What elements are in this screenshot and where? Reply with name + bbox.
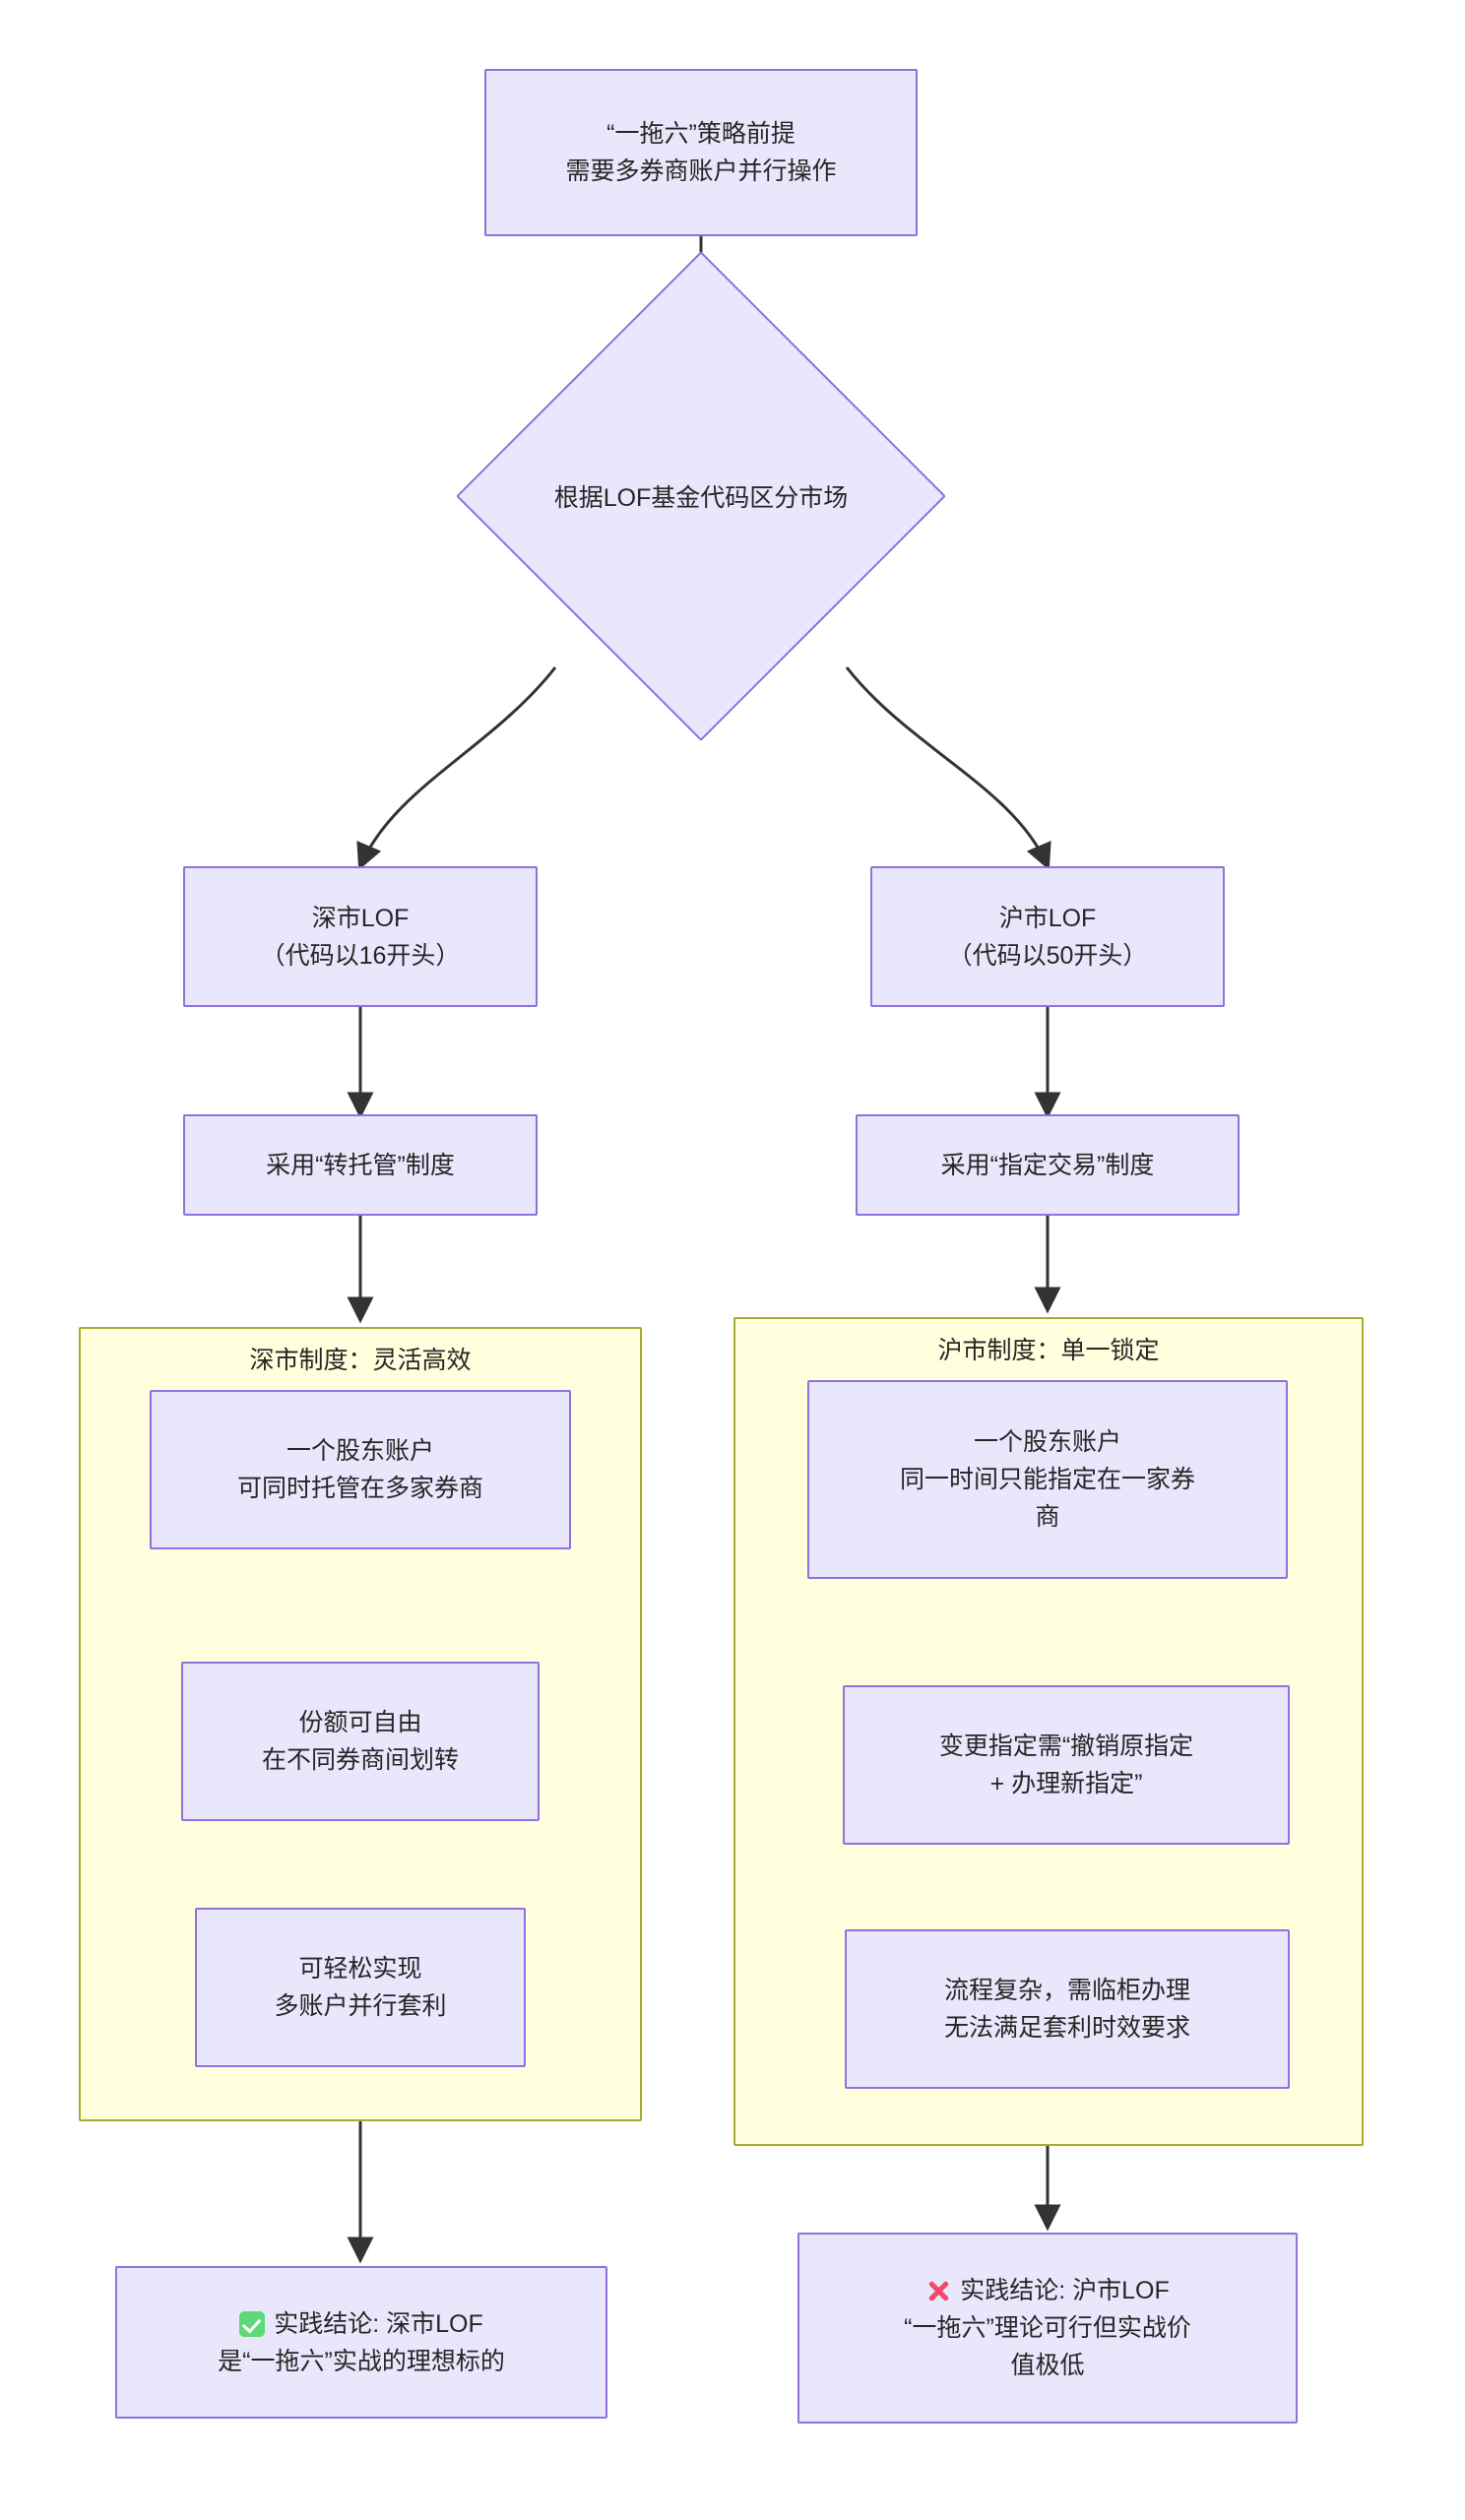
node-sh-lof[interactable]: 沪市LOF（代码以50开头）	[870, 866, 1225, 1007]
node-sh-item-2[interactable]: 变更指定需“撤销原指定+ 办理新指定”	[843, 1685, 1290, 1845]
edge-decision-to-sh	[845, 666, 1051, 871]
node-conclusion-sh-label: 实践结论: 沪市LOF“一拖六”理论可行但实战价值极低	[904, 2277, 1191, 2379]
node-sz-system[interactable]: 采用“转托管”制度	[183, 1114, 538, 1216]
check-mark-emoji-icon	[239, 2310, 266, 2337]
node-sz-item-2-label: 份额可自由在不同券商间划转	[261, 1709, 459, 1774]
node-sh-item-2-label: 变更指定需“撤销原指定+ 办理新指定”	[938, 1732, 1194, 1797]
cluster-sh-title: 沪市制度：单一锁定	[937, 1337, 1160, 1364]
node-start[interactable]: “一拖六”策略前提需要多券商账户并行操作	[484, 69, 918, 236]
node-decision-label: 根据LOF基金代码区分市场	[553, 484, 849, 512]
edge-decision-to-sz	[356, 666, 557, 871]
node-conclusion-sh[interactable]: 实践结论: 沪市LOF“一拖六”理论可行但实战价值极低	[797, 2233, 1298, 2424]
cluster-sz-title: 深市制度：灵活高效	[249, 1347, 472, 1374]
node-sh-item-1-label: 一个股东账户同一时间只能指定在一家券商	[899, 1428, 1195, 1531]
node-sz-item-3[interactable]: 可轻松实现多账户并行套利	[195, 1908, 526, 2067]
node-sz-lof[interactable]: 深市LOF（代码以16开头）	[183, 866, 538, 1007]
node-sz-lof-label: 深市LOF（代码以16开头）	[260, 904, 461, 970]
node-sh-item-3[interactable]: 流程复杂，需临柜办理无法满足套利时效要求	[845, 1929, 1290, 2089]
node-sh-item-1[interactable]: 一个股东账户同一时间只能指定在一家券商	[807, 1380, 1288, 1579]
node-sh-lof-label: 沪市LOF（代码以50开头）	[947, 904, 1148, 970]
node-decision[interactable]: 根据LOF基金代码区分市场	[455, 251, 947, 741]
node-sz-item-2[interactable]: 份额可自由在不同券商间划转	[181, 1662, 540, 1821]
node-sz-item-1[interactable]: 一个股东账户可同时托管在多家券商	[150, 1390, 571, 1549]
node-sh-system[interactable]: 采用“指定交易”制度	[856, 1114, 1240, 1216]
node-sz-system-label: 采用“转托管”制度	[266, 1151, 455, 1179]
cross-mark-emoji-icon	[925, 2278, 951, 2303]
node-sz-item-3-label: 可轻松实现多账户并行套利	[274, 1955, 447, 2020]
node-sh-item-3-label: 流程复杂，需临柜办理无法满足套利时效要求	[943, 1977, 1190, 2042]
node-sh-system-label: 采用“指定交易”制度	[940, 1151, 1155, 1179]
node-sz-item-1-label: 一个股东账户可同时托管在多家券商	[236, 1437, 483, 1502]
node-start-label: “一拖六”策略前提需要多券商账户并行操作	[565, 120, 837, 185]
